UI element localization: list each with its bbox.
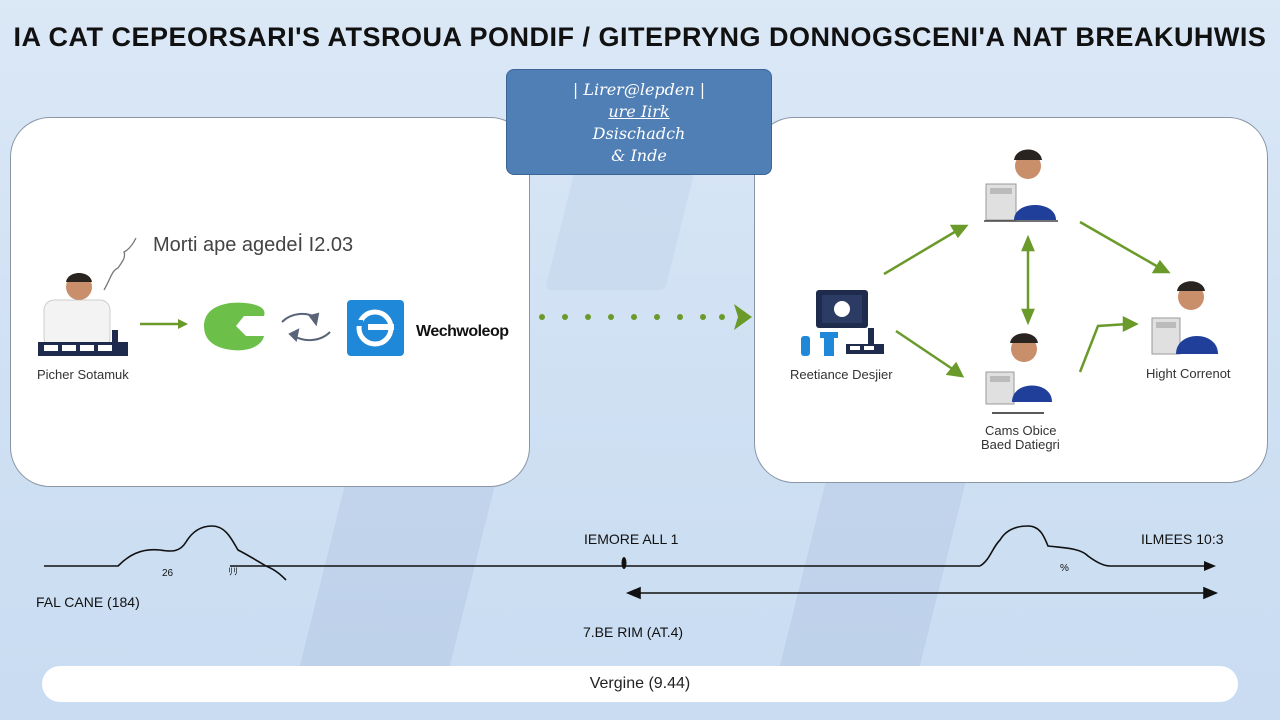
timeline-label-right: ILMEES 10:3 xyxy=(1141,531,1224,547)
timeline-small-left-1: 26 xyxy=(162,568,174,579)
timeline-small-left-2: ﾘﾘ xyxy=(228,567,238,578)
callout-line-1: | Lirer@lepden | xyxy=(572,80,706,99)
bottom-node-label-2: Baed Datiegri xyxy=(981,437,1060,452)
timeline-wave xyxy=(44,525,1206,581)
green-logo-icon xyxy=(204,302,265,351)
footer-text: Vergine (9.44) xyxy=(589,675,691,692)
swap-arrows-icon xyxy=(281,312,331,343)
person-right-icon xyxy=(1151,281,1218,355)
timeline-lower-arrow xyxy=(625,586,1219,600)
timeline-label-center: IEMORE ALL 1 xyxy=(584,531,679,547)
timeline-center-marker xyxy=(621,557,627,569)
left-annotation: Morti ape agedeİ I2.03 xyxy=(153,234,354,256)
arrow-source-to-middle xyxy=(895,329,965,378)
timeline-label-below: 7.BE RIM (AT.4) xyxy=(583,624,684,640)
blue-brand-logo-icon xyxy=(347,300,404,356)
arrow-top-middle-bidirectional xyxy=(1021,234,1035,326)
presenter-person-icon xyxy=(38,273,128,356)
right-node-label: Hight Correnot xyxy=(1146,366,1231,381)
brand-label: Wechwoleop xyxy=(416,323,509,340)
callout-line-4: & Inde xyxy=(611,146,667,165)
arrow-source-to-top xyxy=(883,224,969,276)
footer-bar: Vergine (9.44) xyxy=(42,666,1238,702)
arrow-top-to-right xyxy=(1079,220,1171,274)
source-device-icon xyxy=(800,290,886,356)
person-middle-icon xyxy=(985,333,1052,414)
timeline-upper-arrowhead xyxy=(1204,561,1216,571)
dotted-connector-arrow xyxy=(539,304,752,330)
arrow-person-to-logo xyxy=(140,319,188,329)
callout-line-3: Dsischadch xyxy=(592,124,686,143)
page-title: IA CAT CEPEORSARI'S ATSROUA PONDIF / GIT… xyxy=(13,22,1267,52)
bottom-node-label-1: Cams Obice xyxy=(985,423,1057,438)
annotation-squiggle xyxy=(103,237,137,291)
timeline-label-left: FAL CANE (184) xyxy=(36,594,140,610)
timeline-small-right: % xyxy=(1060,563,1069,574)
arrow-middle-to-right xyxy=(1078,315,1139,373)
person-top-icon xyxy=(984,149,1058,222)
presenter-label: Picher Sotamuk xyxy=(37,367,129,382)
source-label: Reetiance Desjier xyxy=(790,367,893,382)
callout-box: | Lirer@lepden | ure Iirk Dsischadch & I… xyxy=(506,69,772,175)
callout-line-2: ure Iirk xyxy=(608,102,670,121)
